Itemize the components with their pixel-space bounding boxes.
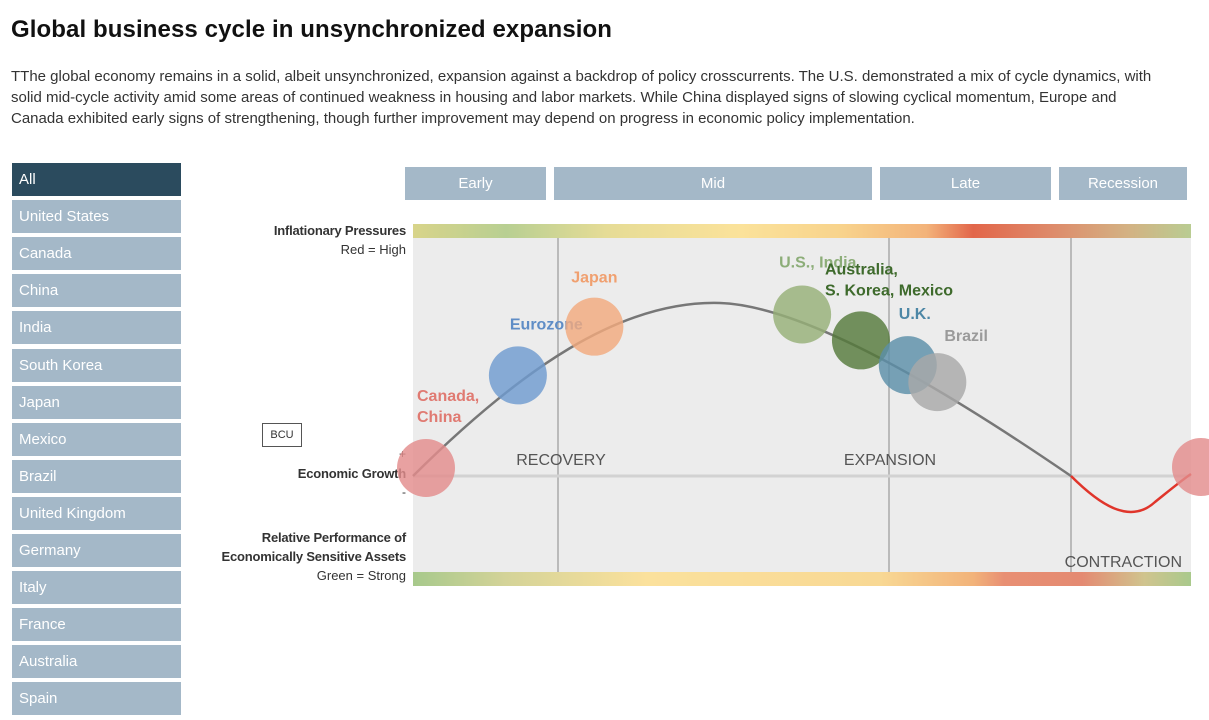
region-recovery-label: RECOVERY: [516, 452, 606, 469]
point-marker-2[interactable]: [565, 297, 624, 356]
point-label-0-1: China: [417, 409, 462, 426]
country-points: Canada, China Eurozone Japan U.S., IndiaAust…: [397, 254, 1209, 497]
point-label-4-1: S. Korea, Mexico: [825, 282, 953, 299]
country-button-canada[interactable]: Canada: [12, 237, 181, 271]
region-expansion-label: EXPANSION: [844, 452, 936, 469]
tab-early[interactable]: Early: [405, 167, 546, 200]
country-button-japan[interactable]: Japan: [12, 385, 181, 419]
country-button-all[interactable]: All: [12, 163, 181, 196]
assets-key: Green = Strong: [316, 568, 406, 583]
point-marker-1[interactable]: [488, 346, 547, 405]
country-button-united-states[interactable]: United States: [12, 200, 181, 234]
inflation-key: Red = High: [340, 242, 406, 257]
point-marker-6[interactable]: [908, 353, 967, 412]
point-marker-0[interactable]: [397, 439, 455, 497]
point-label-2-0: Japan: [571, 270, 617, 287]
assets-title-2: Economically Sensitive Assets: [221, 549, 407, 564]
assets-title-1: Relative Performance of: [261, 530, 406, 545]
point-marker-3[interactable]: [773, 285, 832, 344]
country-button-brazil[interactable]: Brazil: [12, 459, 181, 493]
country-button-south-korea[interactable]: South Korea: [12, 348, 181, 382]
country-button-spain[interactable]: Spain: [12, 682, 181, 716]
point-label-0-0: Canada,: [417, 388, 479, 405]
tab-recession[interactable]: Recession: [1059, 167, 1187, 200]
bcu-button[interactable]: BCU: [262, 423, 302, 447]
inflation-gradient-bar: [413, 224, 1191, 238]
country-button-united-kingdom[interactable]: United Kingdom: [12, 496, 181, 530]
inflation-title: Inflationary Pressures: [273, 223, 406, 238]
country-button-germany[interactable]: Germany: [12, 534, 181, 567]
country-button-china[interactable]: China: [12, 274, 181, 308]
growth-minus: -: [402, 485, 406, 499]
point-marker-4[interactable]: [831, 311, 890, 370]
point-marker-7[interactable]: [1172, 438, 1209, 496]
page-title: Global business cycle in unsynchronized …: [11, 16, 613, 43]
point-label-4-0: Australia,: [825, 261, 898, 278]
tab-late[interactable]: Late: [880, 167, 1051, 200]
country-button-france[interactable]: France: [12, 608, 181, 642]
country-button-india[interactable]: India: [12, 311, 181, 345]
country-button-australia[interactable]: Australia: [12, 645, 181, 679]
region-contraction-label: CONTRACTION: [1065, 554, 1182, 571]
country-button-italy[interactable]: Italy: [12, 571, 181, 605]
point-label-3-0: U.S., India: [779, 254, 856, 271]
growth-title: Economic Growth: [297, 466, 406, 481]
intro-paragraph: TThe global economy remains in a solid, …: [11, 68, 1152, 127]
assets-gradient-bar: [413, 572, 1191, 586]
tab-mid[interactable]: Mid: [554, 167, 872, 200]
point-label-1-0: Eurozone: [510, 316, 583, 333]
point-label-5-0: U.K.: [899, 306, 931, 323]
point-label-6-0: Brazil: [944, 328, 988, 345]
country-button-mexico[interactable]: Mexico: [12, 422, 181, 456]
